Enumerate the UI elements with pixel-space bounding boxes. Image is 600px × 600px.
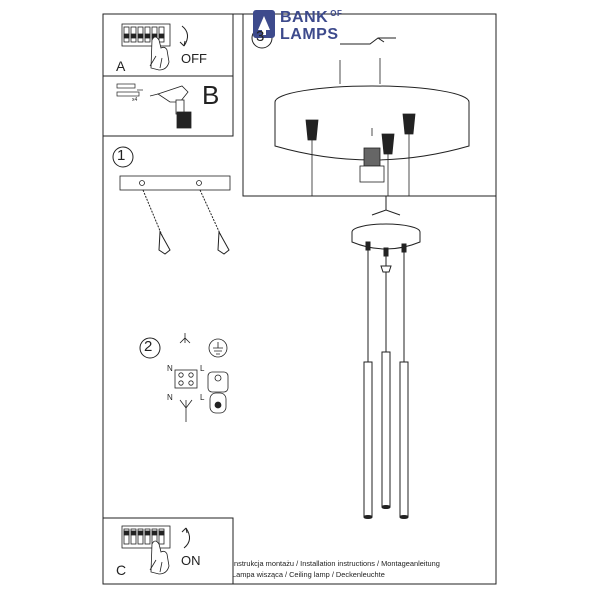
earth-symbol-icon: [208, 338, 228, 358]
wire-l-bottom: L: [200, 393, 205, 402]
wire-l-top: L: [200, 364, 205, 373]
step-3-number: 3: [256, 28, 265, 45]
panel-c: [102, 517, 234, 585]
wall-plug-screw-icon: [116, 83, 143, 97]
brand-name-line2: LAMPS: [280, 26, 339, 43]
step-2-number: 2: [144, 338, 153, 355]
footer-line-2: Lampa wisząca / Ceiling lamp / Deckenleu…: [232, 570, 385, 579]
mounting-bracket: [119, 175, 231, 191]
cable-grip-middle-icon: [381, 133, 395, 196]
panel-a-letter: A: [116, 58, 126, 74]
step-3-detail: [242, 13, 497, 197]
step-1-diagram: [112, 146, 231, 255]
hand-switch-off-icon: [149, 36, 170, 71]
rotate-arrow-icon: [181, 25, 188, 47]
panel-b: [102, 75, 234, 137]
panel-c-action: ON: [181, 553, 201, 568]
brand-name-of: OF: [330, 9, 343, 18]
step-2-badge: [139, 337, 161, 359]
panel-a: [102, 13, 234, 77]
footer-caption: Instrukcja montażu / Installation instru…: [232, 558, 440, 580]
ceiling-bracket-detail: [340, 37, 396, 45]
fuse-box-on-icon: [121, 525, 171, 549]
panel-c-letter: C: [116, 562, 127, 578]
step-2-diagram: [139, 333, 229, 422]
earth-terminal-icon: [207, 371, 229, 414]
brand-logo-icon: [253, 10, 275, 38]
lamp-assembly: [351, 196, 421, 519]
terminal-block-icon: [174, 333, 198, 422]
panel-a-action: OFF: [181, 51, 207, 66]
wire-n-top: N: [167, 364, 173, 373]
pendant-tube-left: [363, 250, 373, 519]
pendant-tube-center: [381, 272, 391, 509]
footer-line-1: Instrukcja montażu / Installation instru…: [232, 559, 440, 568]
pendant-tube-right: [399, 252, 409, 519]
hand-switch-on-icon: [149, 540, 170, 575]
wire-n-bottom: N: [167, 393, 173, 402]
step-1-number: 1: [117, 147, 126, 164]
cable-grip-right-icon: [402, 113, 416, 196]
screw-right-icon: [199, 189, 230, 255]
panel-b-note: x4: [132, 97, 138, 103]
fuse-box-icon: [121, 23, 171, 47]
cable-grip-left-icon: [305, 119, 319, 196]
rotate-arrow-on-icon: [183, 527, 190, 549]
brand-name-line1: BANK: [280, 9, 329, 26]
drill-icon: [149, 85, 192, 129]
socket-detail-icon: [359, 128, 385, 183]
panel-b-letter: B: [202, 80, 220, 110]
screw-left-icon: [142, 189, 171, 255]
step-1-badge: [112, 146, 134, 168]
